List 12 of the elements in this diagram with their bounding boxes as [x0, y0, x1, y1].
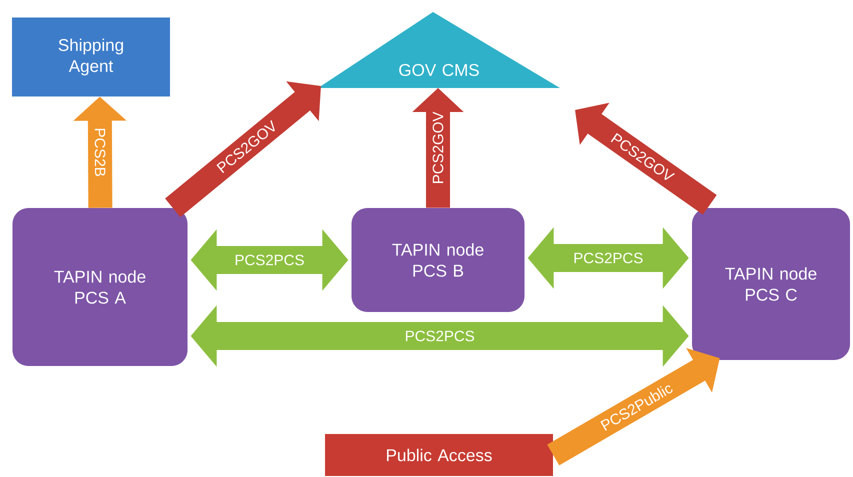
cms-triangle: GOV CMS [318, 12, 560, 88]
arrow-label: PCS2PCS [404, 330, 476, 342]
arrow-label: PCS2PCS [572, 252, 644, 264]
arrow-label: PCS2GOV [432, 110, 444, 186]
arrow-label: PCS2PCS [234, 254, 306, 266]
block-arrow [165, 81, 321, 218]
agent-box: Shipping Agent [12, 18, 170, 96]
access-box: Public Access [325, 434, 553, 476]
node-box: TAPIN node PCS B [352, 208, 524, 312]
arrow-label: PCS2B [94, 126, 106, 178]
node-box: TAPIN node PCS A [12, 208, 188, 366]
node-box: TAPIN node PCS C [692, 208, 850, 360]
